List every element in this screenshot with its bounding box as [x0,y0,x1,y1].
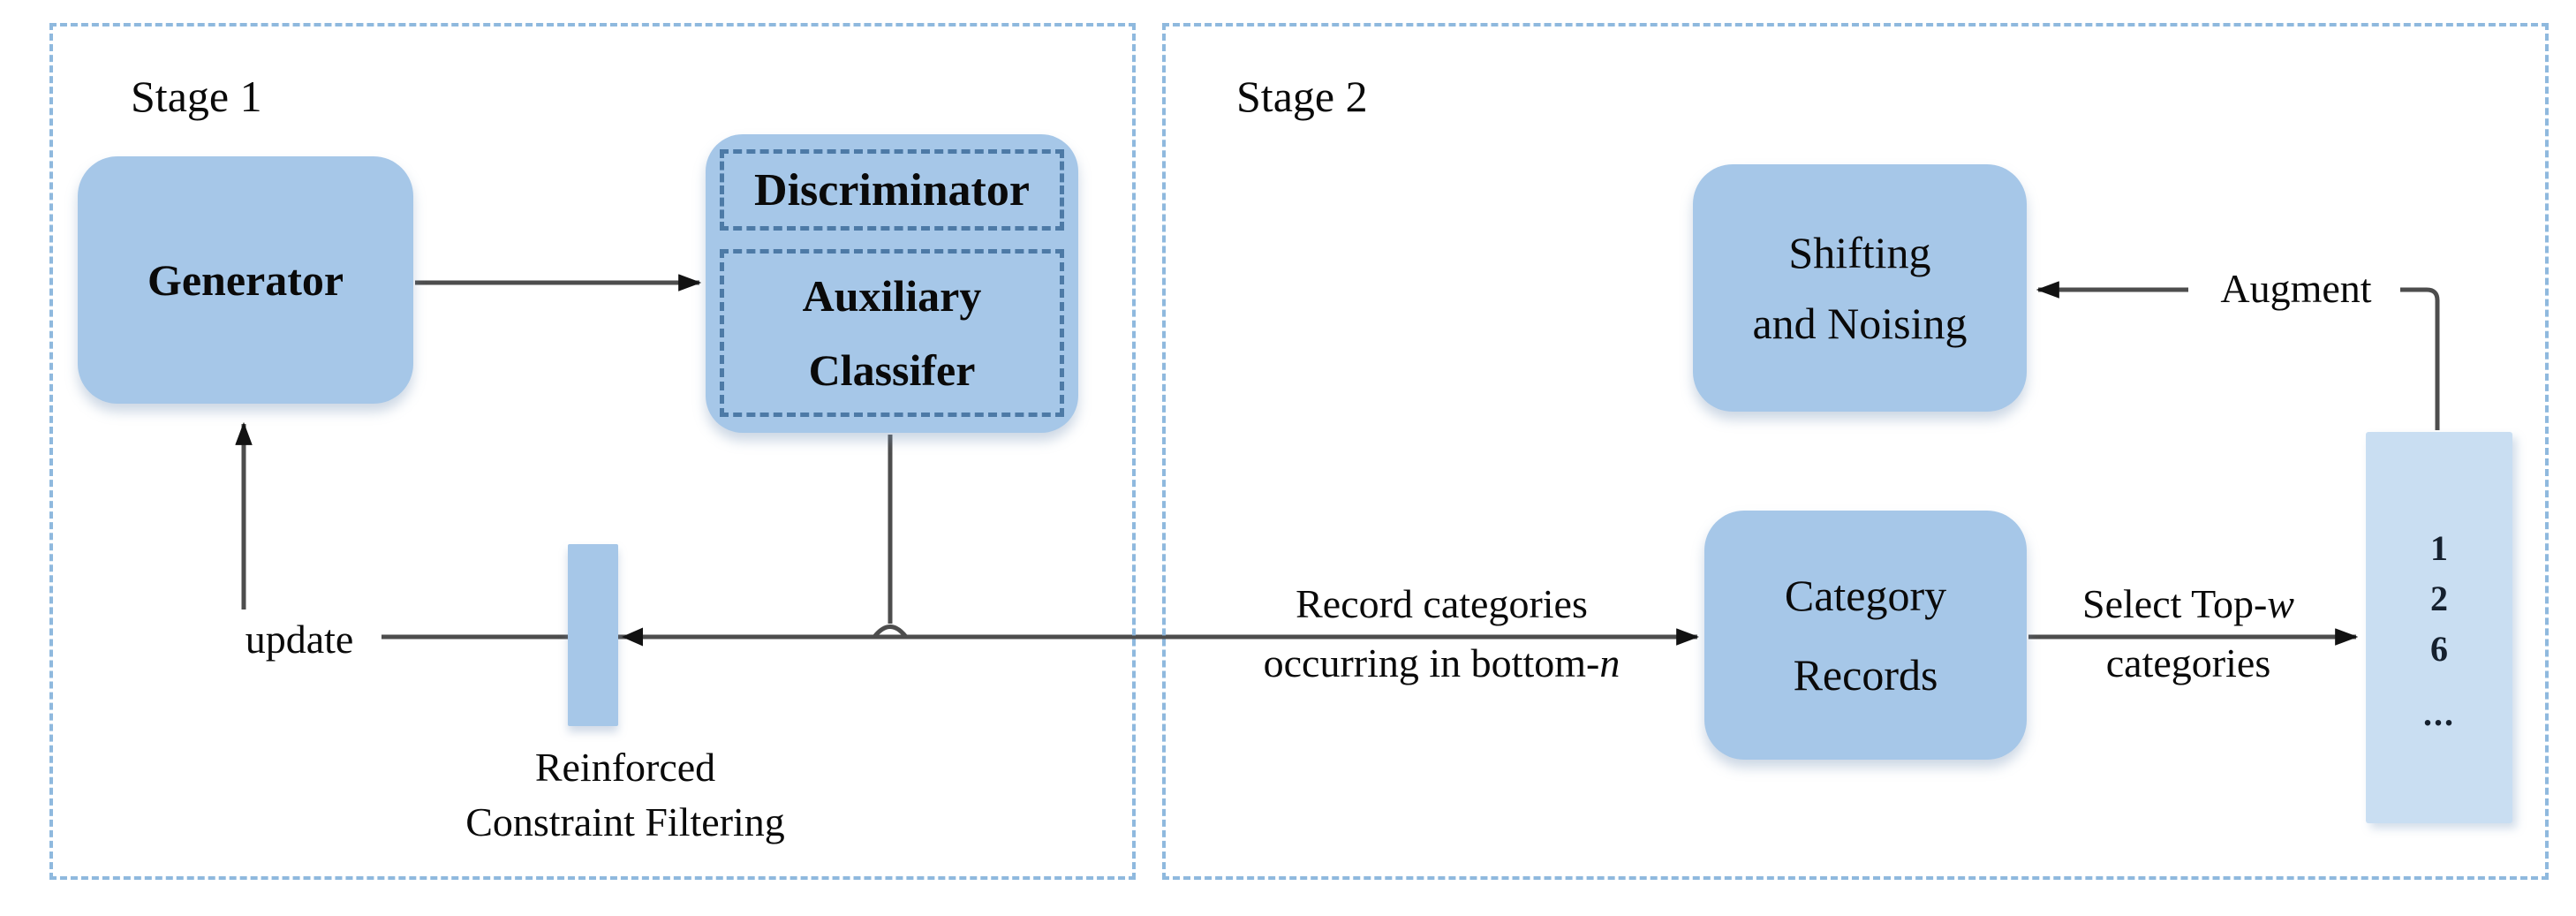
category-records-line1: Category [1784,571,1947,620]
discriminator-inner-box: Discriminator [720,149,1064,231]
junction-bump [873,625,908,639]
record-categories-line1: Record categories [1296,581,1588,626]
auxiliary-classifier-line2: Classifer [808,345,976,395]
select-topw-line2: categories [2105,640,2271,685]
list-item: 1 [2430,528,2448,568]
auxiliary-classifier-line1: Auxiliary [802,271,982,321]
filter-left-arrowhead [622,627,643,647]
category-records-box: Category Records [1704,511,2027,760]
stage2-label: Stage 2 [1236,72,1368,121]
augment-label: Augment [2220,266,2372,311]
discriminator-label: Discriminator [754,164,1030,216]
record-categories-label: Record categories occurring in bottom-n [1183,574,1700,693]
filter-label-line2: Constraint Filtering [465,799,785,844]
list-item: 2 [2430,579,2448,618]
list-item-ellipsis: ... [2423,693,2455,733]
select-topw-label: Select Top-w categories [2029,574,2347,693]
stage1-panel [49,23,1136,880]
generator-label: Generator [147,255,344,305]
select-topw-line1-prefix: Select Top- [2082,581,2268,626]
select-topw-line1-italic-w: w [2267,581,2294,626]
stage1-label: Stage 1 [131,72,262,121]
shifting-line2: and Noising [1752,299,1968,348]
reinforced-constraint-filter-bar [568,544,618,726]
augment-from-listbox-line [2400,287,2440,430]
discriminator-box: Discriminator Auxiliary Classifer [706,134,1078,433]
record-categories-line2-prefix: occurring in bottom- [1263,640,1600,685]
top-categories-list-box: 1 2 6 ... [2366,432,2512,823]
category-records-line2: Records [1793,650,1938,700]
record-categories-line2-italic-n: n [1599,640,1620,685]
generator-box: Generator [78,156,413,404]
update-label: update [245,617,354,662]
filter-label-line1: Reinforced [534,745,716,790]
shifting-and-noising-box: Shifting and Noising [1693,164,2027,412]
list-item: 6 [2430,629,2448,669]
auxiliary-classifier-inner-box: Auxiliary Classifer [720,249,1064,417]
stage2-panel [1162,23,2549,880]
shifting-line1: Shifting [1788,228,1931,277]
reinforced-constraint-filtering-label: Reinforced Constraint Filtering [449,740,802,850]
